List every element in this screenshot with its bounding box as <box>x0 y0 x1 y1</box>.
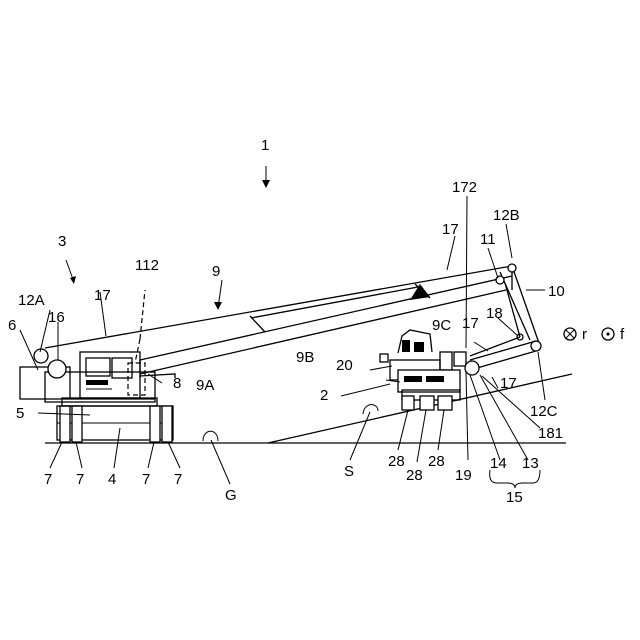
circled-cross-icon <box>564 328 576 340</box>
label-15: 15 <box>506 489 523 506</box>
label-20: 20 <box>336 357 353 374</box>
label-12C: 12C <box>530 403 558 420</box>
label-9B: 9B <box>296 349 314 366</box>
pulley-12A <box>34 349 66 378</box>
label-5: 5 <box>16 405 24 422</box>
label-11: 11 <box>480 231 496 248</box>
label-28b: 28 <box>406 467 423 484</box>
ground <box>45 374 572 443</box>
direction-legend: r f <box>564 326 625 343</box>
label-17-top: 17 <box>442 221 459 238</box>
label-13: 13 <box>522 455 539 472</box>
label-r: r <box>582 326 587 343</box>
label-7d: 7 <box>174 471 182 488</box>
label-4: 4 <box>108 471 116 488</box>
label-7a: 7 <box>44 471 52 488</box>
label-181: 181 <box>538 425 563 442</box>
label-12A: 12A <box>18 292 45 309</box>
label-28c: 28 <box>428 453 445 470</box>
circled-dot-icon <box>602 328 614 340</box>
label-6: 6 <box>8 317 16 334</box>
label-19: 19 <box>455 467 472 484</box>
label-10: 10 <box>548 283 565 300</box>
label-9A: 9A <box>196 377 214 394</box>
label-172: 172 <box>452 179 477 196</box>
label-28a: 28 <box>388 453 405 470</box>
crawler-base <box>57 398 173 442</box>
label-3: 3 <box>58 233 66 250</box>
label-12B: 12B <box>493 207 520 224</box>
label-1: 1 <box>261 137 269 154</box>
label-8: 8 <box>173 375 181 392</box>
label-f: f <box>620 326 625 343</box>
boom-head <box>470 264 541 370</box>
label-17-left: 17 <box>94 287 111 304</box>
reference-labels: 1 172 12B 17 11 10 3 112 9 12A 17 16 6 8… <box>8 137 565 506</box>
label-18: 18 <box>486 305 503 322</box>
label-16: 16 <box>48 309 65 326</box>
label-17-mid: 17 <box>462 315 479 332</box>
label-14: 14 <box>490 455 507 472</box>
label-S: S <box>344 463 354 480</box>
label-17-low: 17 <box>500 375 517 392</box>
label-9: 9 <box>212 263 220 280</box>
label-9C: 9C <box>432 317 451 334</box>
label-7b: 7 <box>76 471 84 488</box>
label-2: 2 <box>320 387 328 404</box>
cab <box>80 290 145 398</box>
label-112: 112 <box>135 257 159 274</box>
label-7c: 7 <box>142 471 150 488</box>
label-G: G <box>225 487 237 504</box>
